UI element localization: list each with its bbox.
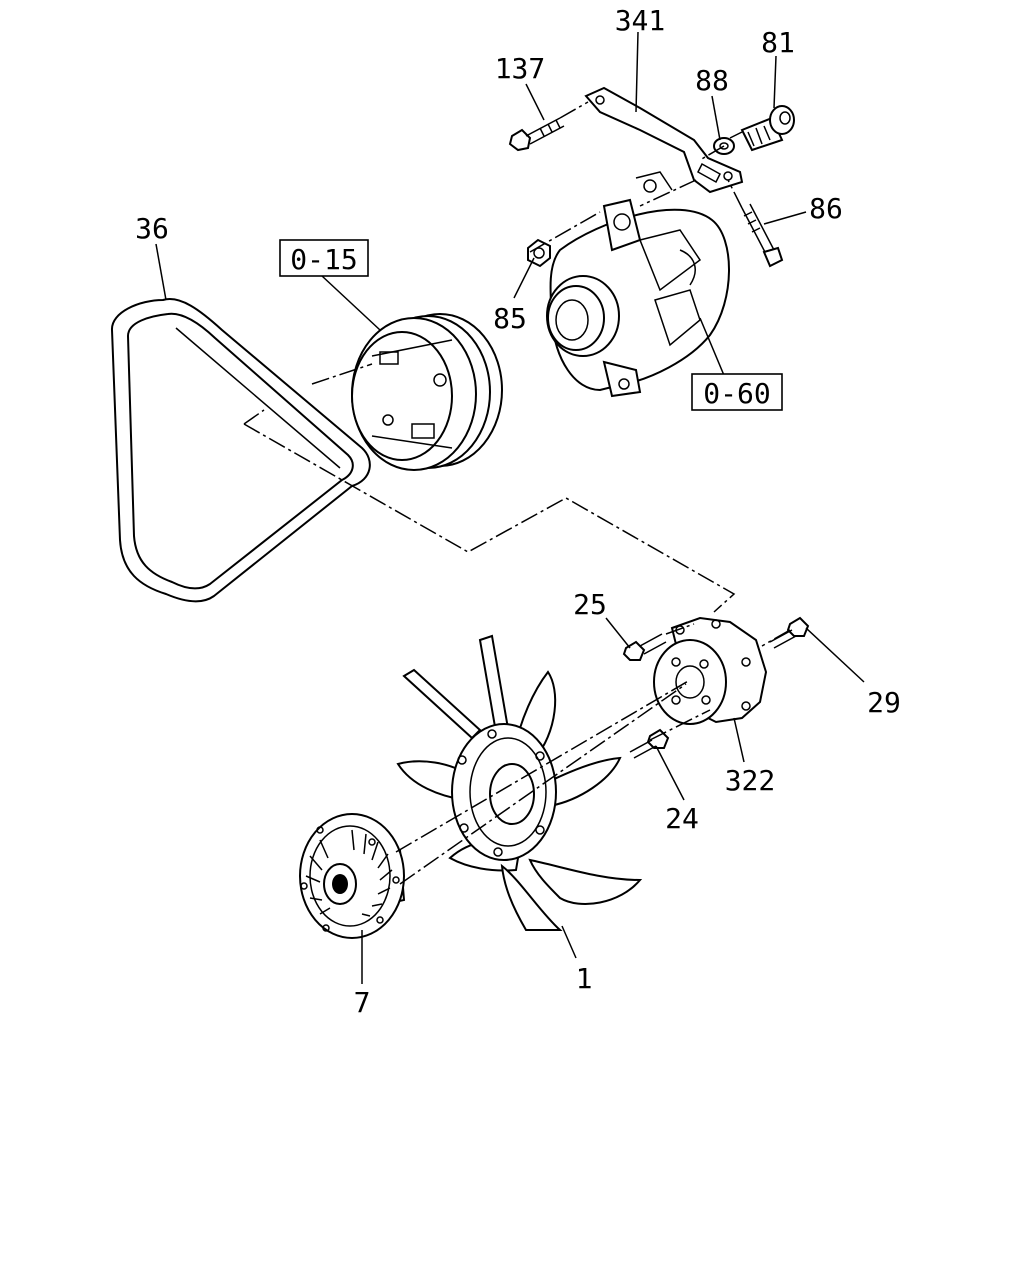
assembly-centerlines xyxy=(243,101,791,885)
cooling-fan xyxy=(396,634,643,931)
leader-lines xyxy=(155,31,865,984)
bolt-24 xyxy=(629,728,670,759)
bolt-81 xyxy=(740,105,795,152)
fan-clutch xyxy=(299,813,406,939)
bolt-86 xyxy=(741,203,784,268)
bolt-137 xyxy=(508,117,565,152)
alternator-bracket xyxy=(584,86,744,194)
callout-labels: 341 137 88 81 86 36 85 25 29 322 24 1 7 xyxy=(135,4,901,1019)
alternator xyxy=(546,171,730,398)
callout-29: 29 xyxy=(867,686,901,719)
callout-1: 1 xyxy=(576,962,593,995)
callout-25: 25 xyxy=(573,588,607,621)
fan-pulley-hub xyxy=(653,616,768,725)
callout-24: 24 xyxy=(665,802,699,835)
bolt-25 xyxy=(622,633,667,661)
washer-88 xyxy=(713,137,735,155)
callout-137: 137 xyxy=(495,52,546,85)
callout-81: 81 xyxy=(761,26,795,59)
callout-88: 88 xyxy=(695,64,729,97)
reference-box-0-60: 0-60 xyxy=(691,373,783,411)
callout-85: 85 xyxy=(493,302,527,335)
reference-box-0-15: 0-15 xyxy=(279,239,369,277)
callout-86: 86 xyxy=(809,192,843,225)
callout-341: 341 xyxy=(615,4,666,37)
callout-7: 7 xyxy=(354,986,371,1019)
crank-pulley xyxy=(351,313,503,471)
reference-label-0-60: 0-60 xyxy=(703,377,770,410)
v-belt xyxy=(110,298,371,603)
bolt-29 xyxy=(769,616,810,649)
callout-36: 36 xyxy=(135,212,169,245)
reference-label-0-15: 0-15 xyxy=(290,243,357,276)
callout-322: 322 xyxy=(725,764,776,797)
